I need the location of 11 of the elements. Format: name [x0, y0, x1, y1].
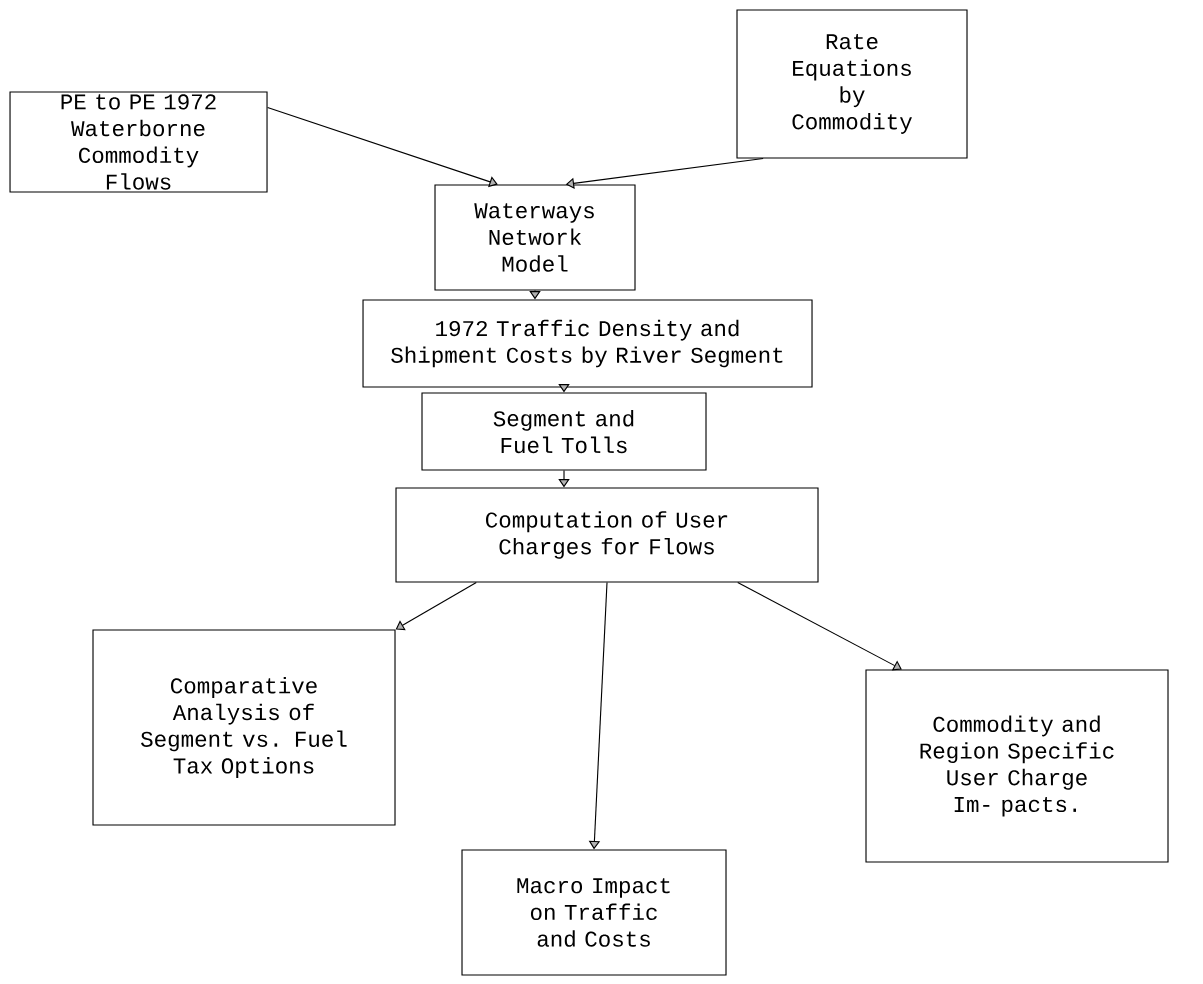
arrow	[737, 582, 902, 671]
process-box: 1972 Traffic Density and Shipment Costs by River Segment	[362, 299, 813, 388]
process-box: Comparative Analysis of Segment vs. Fuel Tax Options	[92, 629, 396, 826]
process-box: PE to PE 1972 Waterborne Commodity Flows	[9, 91, 268, 193]
process-box: Segment and Fuel Tolls	[421, 392, 707, 471]
process-box: Rate Equations by Commodity	[736, 9, 968, 159]
process-box: Commodity and Region Specific User Charge Im- pacts.	[865, 669, 1169, 863]
process-box: Macro Impact on Traffic and Costs	[461, 849, 727, 976]
arrow	[395, 582, 477, 631]
process-box: Waterways Network Model	[434, 184, 636, 291]
process-box: Computation of User Charges for Flows	[395, 487, 819, 583]
